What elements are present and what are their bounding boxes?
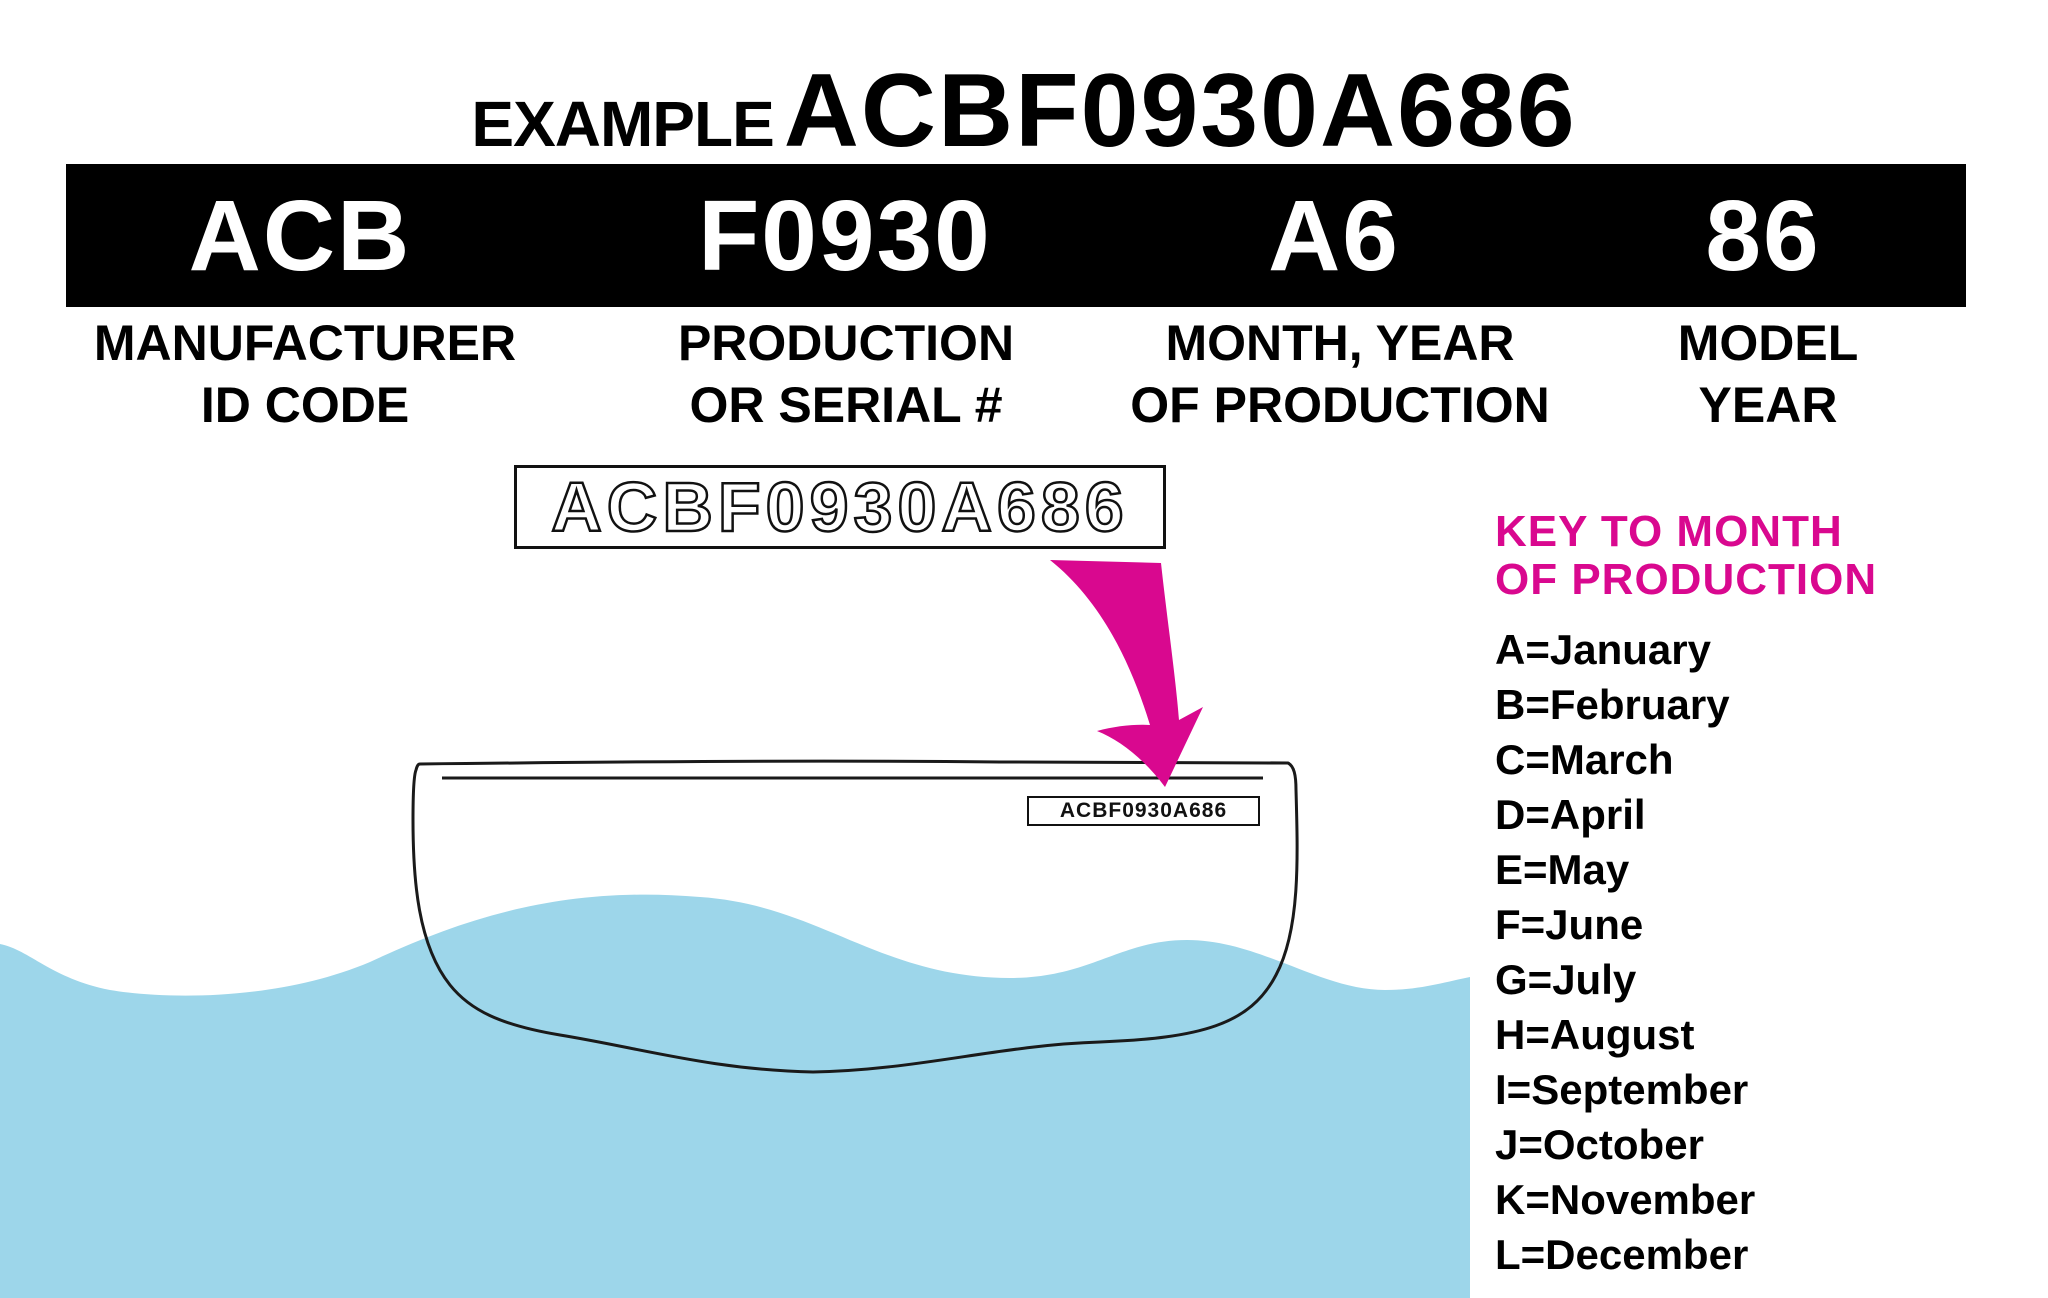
segment-manufacturer-code: ACB	[188, 180, 412, 292]
key-item-august: H=August	[1495, 1011, 1695, 1058]
water-wave	[0, 894, 1470, 1298]
arrow-icon	[1050, 560, 1203, 787]
key-title-line: OF PRODUCTION	[1495, 555, 1878, 604]
key-item-june: F=June	[1495, 901, 1644, 948]
boat-hull	[411, 759, 1299, 1074]
example-hin-code: ACBF0930A686	[783, 53, 1577, 169]
label-model-year: MODEL YEAR	[1678, 312, 1859, 436]
key-item-march: C=March	[1495, 736, 1674, 783]
month-key-list: A=January B=February C=March D=April E=M…	[1495, 622, 1877, 1282]
key-item-november: K=November	[1495, 1176, 1756, 1223]
month-key: KEY TO MONTH OF PRODUCTION A=January B=F…	[1495, 508, 1877, 1282]
label-manufacturer-id: MANUFACTURER ID CODE	[94, 312, 516, 436]
hin-plate-on-boat: ACBF0930A686	[1027, 796, 1260, 826]
hin-segment-bar: ACB F0930 A6 86	[66, 164, 1966, 307]
example-label: EXAMPLE	[471, 88, 774, 160]
key-item-january: A=January	[1495, 626, 1711, 673]
key-item-april: D=April	[1495, 791, 1646, 838]
label-line: PRODUCTION	[677, 315, 1015, 371]
label-line: OR SERIAL #	[689, 377, 1003, 433]
key-item-september: I=September	[1495, 1066, 1749, 1113]
label-line: MODEL	[1677, 315, 1859, 371]
label-line: MONTH, YEAR	[1165, 315, 1515, 371]
segment-month-year-code: A6	[1268, 180, 1400, 292]
key-item-february: B=February	[1495, 681, 1730, 728]
label-line: ID CODE	[200, 377, 410, 433]
key-item-july: G=July	[1495, 956, 1637, 1003]
segment-serial-code: F0930	[698, 180, 992, 292]
key-item-may: E=May	[1495, 846, 1630, 893]
label-line: OF PRODUCTION	[1130, 377, 1550, 433]
label-line: MANUFACTURER	[93, 315, 517, 371]
hin-callout-box: ACBF0930A686	[514, 465, 1166, 549]
label-line: YEAR	[1698, 377, 1838, 433]
key-title-line: KEY TO MONTH	[1495, 507, 1843, 556]
label-month-year-production: MONTH, YEAR OF PRODUCTION	[1130, 312, 1549, 436]
hin-callout-text: ACBF0930A686	[550, 467, 1129, 548]
label-production-serial: PRODUCTION OR SERIAL #	[678, 312, 1014, 436]
segment-model-year-code: 86	[1705, 180, 1821, 292]
month-key-title: KEY TO MONTH OF PRODUCTION	[1495, 508, 1877, 604]
key-item-december: L=December	[1495, 1231, 1749, 1278]
key-item-october: J=October	[1495, 1121, 1704, 1168]
example-title: EXAMPLE ACBF0930A686	[0, 52, 2048, 169]
